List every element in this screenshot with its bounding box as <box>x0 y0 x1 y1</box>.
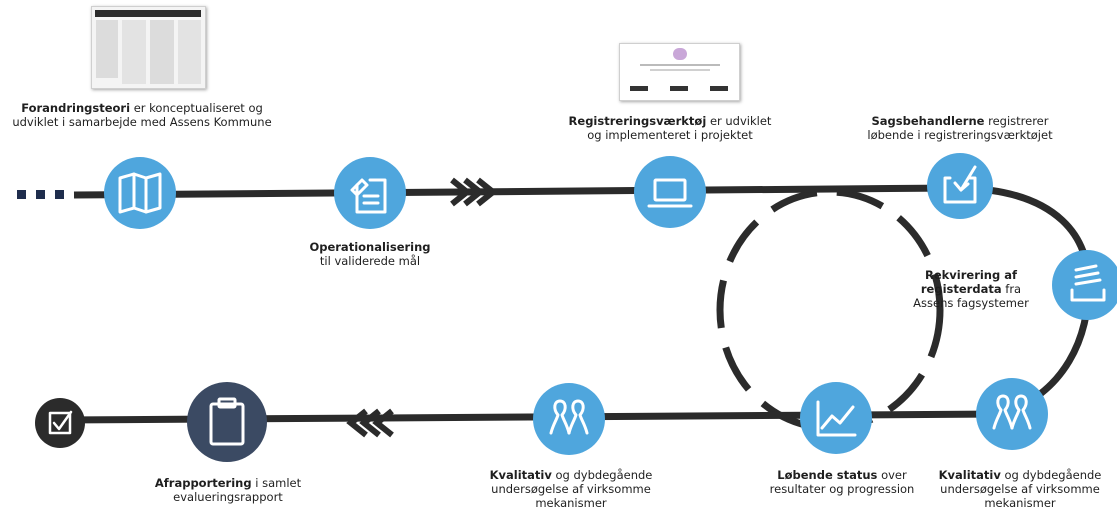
caption-bold: Operationalisering <box>309 240 431 254</box>
registration-tool-thumbnail <box>619 43 740 101</box>
theory-of-change-thumbnail <box>91 6 206 89</box>
caption-afrapportering: Afrapportering i samlet evalueringsrappo… <box>142 476 314 504</box>
line-chart-icon <box>816 400 857 437</box>
node-rekvirering <box>1052 250 1117 320</box>
caption-registreringsvaerktoej: Registreringsværktøj er udviklet og impl… <box>560 114 780 142</box>
caption-bold: Forandringsteori <box>21 101 131 115</box>
node-forandringsteori <box>104 157 176 229</box>
document-edit-icon <box>350 178 387 214</box>
caption-sagsbehandlerne: Sagsbehandlerne registrerer løbende i re… <box>855 114 1065 142</box>
node-afrapportering <box>187 382 267 462</box>
caption-bold: Løbende status <box>777 468 878 482</box>
caption-loebende-status: Løbende status over resultater og progre… <box>762 468 922 496</box>
node-kvalitativ-left <box>533 383 605 455</box>
node-kvalitativ-right <box>976 378 1048 450</box>
stack-icon <box>1070 264 1106 302</box>
caption-operationalisering: Operationalisering til validerede mål <box>290 240 450 268</box>
caption-forandringsteori: Forandringsteori er konceptualiseret og … <box>0 101 284 129</box>
caption-text: i samlet evalueringsrapport <box>173 476 302 504</box>
caption-bold: Registreringsværktøj <box>568 114 707 128</box>
node-loebende-status <box>800 382 872 454</box>
inbox-download-icon <box>943 165 977 204</box>
caption-text: til validerede mål <box>319 254 421 268</box>
laptop-icon <box>647 178 693 208</box>
checkbox-icon <box>48 410 73 435</box>
caption-text: og dybdegående undersøgelse af virksomme… <box>491 468 653 510</box>
node-sagsbehandlerne <box>927 153 993 219</box>
node-operationalisering <box>334 157 406 229</box>
caption-text: registrerer løbende i registreringsværkt… <box>867 114 1053 142</box>
caption-bold: Sagsbehandlerne <box>871 114 985 128</box>
caption-rekvirering: Rekvirering af registerdata fra Assens f… <box>906 268 1036 310</box>
caption-text: over resultater og progression <box>769 468 915 496</box>
node-registreringsvaerktoej <box>634 156 706 228</box>
caption-text: fra Assens fagsystemer <box>913 282 1029 310</box>
people-icon <box>549 399 589 435</box>
arrow-left-marker <box>346 408 394 438</box>
arrow-right-marker <box>450 177 498 207</box>
node-afslutning <box>35 398 85 448</box>
caption-kvalitativ-left: Kvalitativ og dybdegående undersøgelse a… <box>478 468 664 510</box>
caption-bold: Rekvirering af registerdata <box>920 268 1017 296</box>
caption-text: er konceptualiseret og udviklet i samarb… <box>12 101 272 129</box>
caption-bold: Kvalitativ <box>489 468 552 482</box>
caption-text: er udviklet og implementeret i projektet <box>587 114 772 142</box>
ellipsis-marker <box>17 190 64 199</box>
caption-text: og dybdegående undersøgelse af virksomme… <box>940 468 1102 510</box>
caption-bold: Afrapportering <box>154 476 252 490</box>
caption-kvalitativ-right: Kvalitativ og dybdegående undersøgelse a… <box>925 468 1115 510</box>
clipboard-icon <box>209 397 245 446</box>
caption-bold: Kvalitativ <box>938 468 1001 482</box>
people-icon <box>992 394 1032 430</box>
map-icon <box>118 172 162 214</box>
